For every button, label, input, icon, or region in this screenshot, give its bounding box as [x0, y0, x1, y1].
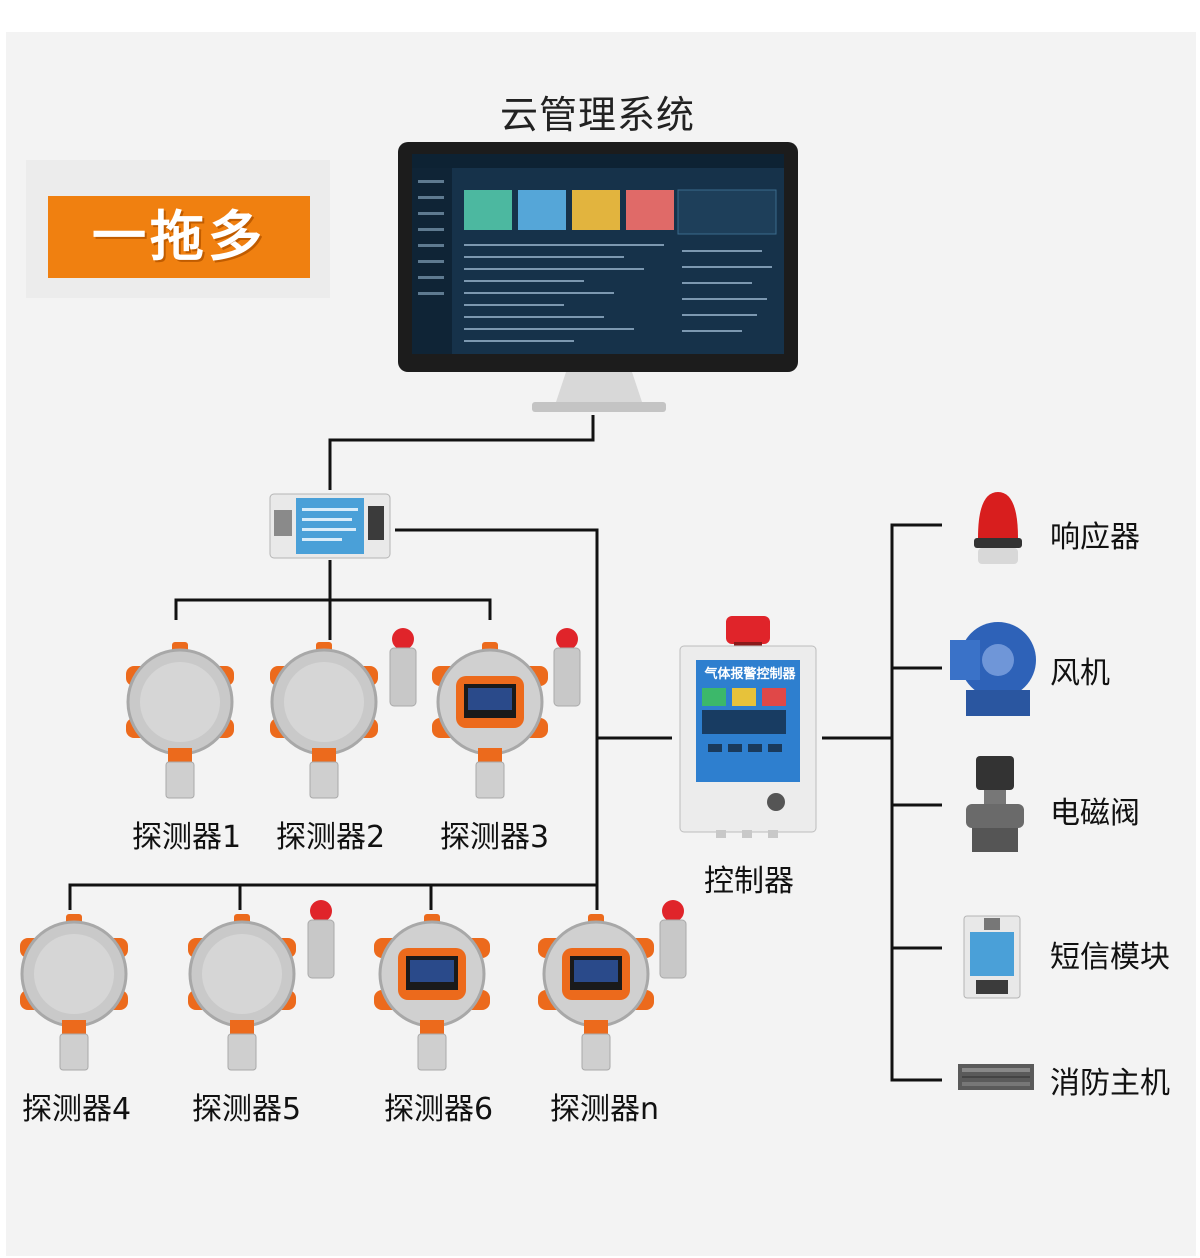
- controller-icon: [679, 616, 817, 838]
- output-alarm-label: 响应器: [1050, 520, 1140, 555]
- detector-n-icon: [538, 900, 687, 1071]
- fire-host-icon: [958, 1064, 1034, 1090]
- detector-3-icon: [432, 628, 581, 799]
- detector-4-label: 探测器4: [22, 1092, 132, 1127]
- alarm-light-icon: [974, 492, 1022, 564]
- network-module-icon: [269, 493, 391, 559]
- detector-6-icon: [374, 914, 490, 1071]
- output-valve-label: 电磁阀: [1050, 796, 1140, 831]
- detector-5-label: 探测器5: [192, 1092, 302, 1127]
- output-sms-label: 短信模块: [1050, 940, 1170, 975]
- controller-label: 控制器: [704, 864, 794, 899]
- detector-5-icon: [188, 900, 335, 1071]
- sms-module-icon: [963, 915, 1021, 999]
- detector-4-icon: [20, 914, 128, 1071]
- detector-1-label: 探测器1: [132, 820, 242, 855]
- detector-3-label: 探测器3: [440, 820, 550, 855]
- controller-screen-title: 气体报警控制器: [704, 667, 796, 682]
- cloud-system-title: 云管理系统: [500, 93, 696, 137]
- detector-2-label: 探测器2: [276, 820, 386, 855]
- solenoid-valve-icon: [966, 756, 1024, 852]
- detector-n-label: 探测器n: [550, 1092, 660, 1127]
- detector-6-label: 探测器6: [384, 1092, 494, 1127]
- output-fire-host-label: 消防主机: [1050, 1066, 1170, 1101]
- output-fan-label: 风机: [1050, 656, 1110, 691]
- one-to-many-badge: 一拖多: [48, 196, 310, 278]
- fan-blower-icon: [950, 622, 1036, 716]
- detector-2-icon: [270, 628, 417, 799]
- monitor-icon: [398, 142, 798, 412]
- detector-1-icon: [126, 642, 234, 799]
